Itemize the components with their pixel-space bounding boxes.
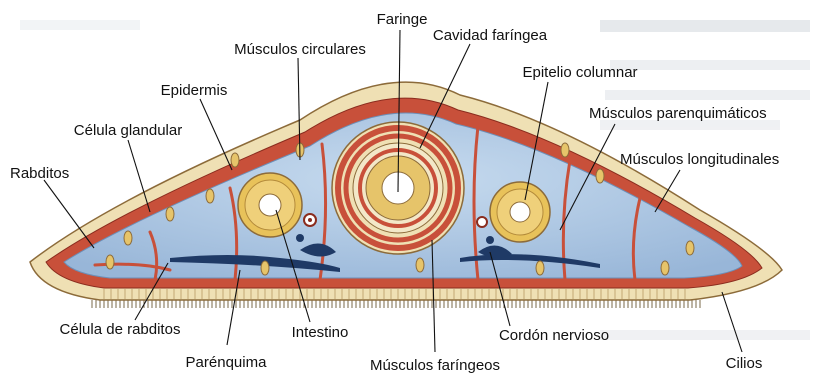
label-faringe: Faringe xyxy=(377,11,428,28)
label-epitelio-columnar: Epitelio columnar xyxy=(522,64,637,81)
label-intestino: Intestino xyxy=(292,324,349,341)
label-cordon-nervioso: Cordón nervioso xyxy=(499,327,609,344)
label-parenquima: Parénquima xyxy=(186,354,268,371)
label-musculos-circulares: Músculos circulares xyxy=(234,41,366,58)
label-rabditos: Rabditos xyxy=(10,165,69,182)
label-celula-glandular: Célula glandular xyxy=(74,122,182,139)
label-musculos-parenquimaticos: Músculos parenquimáticos xyxy=(589,105,767,122)
intestine-left xyxy=(238,173,302,237)
label-epidermis: Epidermis xyxy=(161,82,228,99)
label-cavidad-faringea: Cavidad faríngea xyxy=(433,27,548,44)
cilia-fringe xyxy=(92,300,700,308)
label-musculos-faringeos: Músculos faríngeos xyxy=(370,357,500,374)
label-musculos-longitudinales: Músculos longitudinales xyxy=(620,151,779,168)
label-cilios: Cilios xyxy=(726,355,763,372)
intestine-right xyxy=(490,182,550,242)
label-celula-de-rabditos: Célula de rabditos xyxy=(60,321,181,338)
